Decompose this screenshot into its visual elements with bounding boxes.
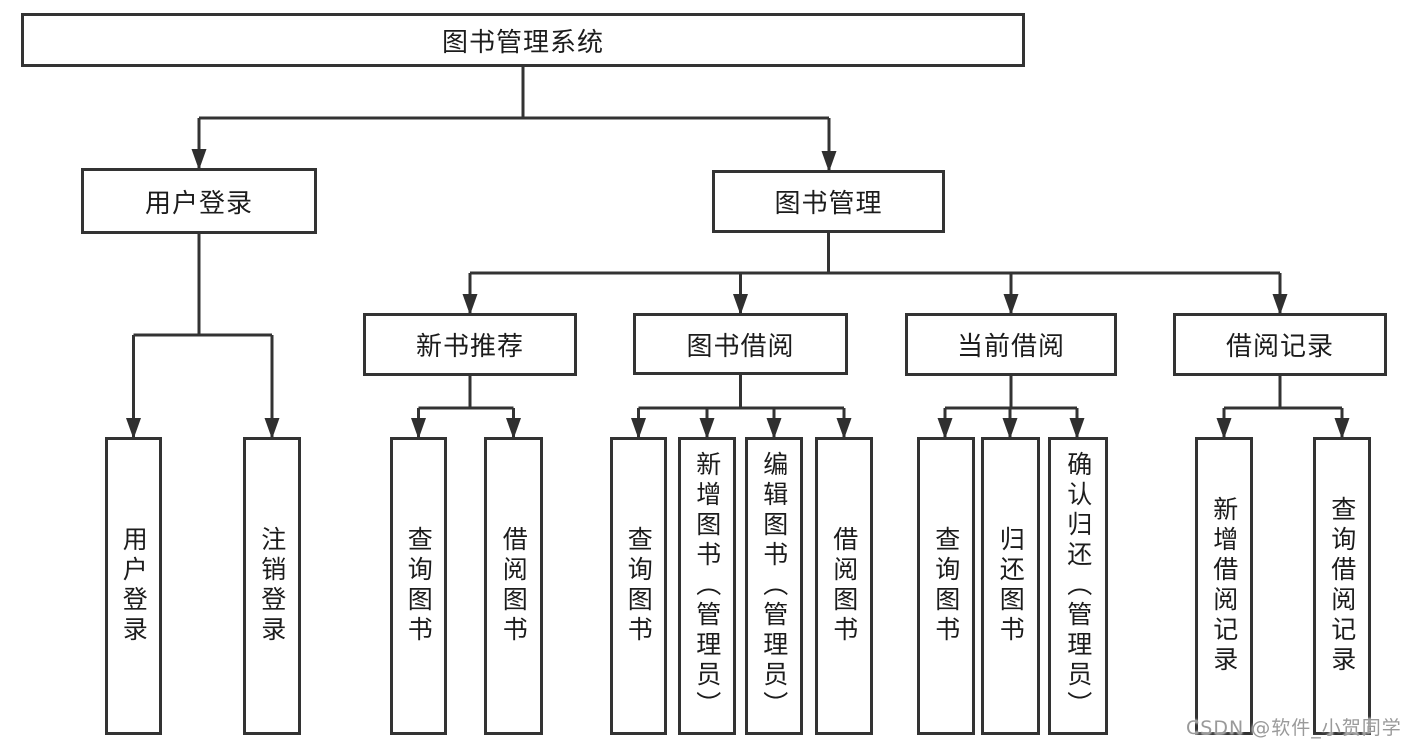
node-library-system: 图书管理系统	[21, 13, 1025, 67]
arrowhead-icon	[699, 418, 715, 439]
node-book-management-label: 图书管理	[774, 189, 883, 219]
connector-new-book-recommend-branch	[417, 376, 515, 437]
arrowhead-icon	[462, 294, 478, 315]
arrowhead-icon	[766, 418, 782, 439]
leaf-confirm-return-admin-label: 确认归还（管理员）	[1063, 451, 1093, 721]
leaf-add-borrow-record-label: 新增借阅记录	[1209, 496, 1239, 676]
leaf-return-books: 归还图书	[981, 437, 1040, 735]
leaf-borrow-books-borrowing-label: 借阅图书	[829, 526, 859, 646]
arrowhead-icon	[126, 418, 141, 439]
node-borrowing-records: 借阅记录	[1173, 313, 1387, 376]
node-user-login: 用户登录	[81, 168, 317, 234]
arrowhead-icon	[937, 418, 953, 439]
connector-book-management-branch	[468, 233, 1282, 313]
arrowhead-icon	[631, 418, 646, 439]
node-current-borrowing: 当前借阅	[905, 313, 1117, 376]
arrowhead-icon	[1216, 418, 1232, 439]
leaf-logout: 注销登录	[243, 437, 301, 735]
leaf-query-books-borrowing: 查询图书	[610, 437, 667, 735]
leaf-edit-book-admin: 编辑图书（管理员）	[745, 437, 803, 735]
arrowhead-icon	[1272, 294, 1288, 315]
connector-borrowing-records-branch	[1222, 376, 1344, 437]
arrowhead-icon	[411, 418, 426, 439]
arrowhead-icon	[733, 294, 748, 315]
leaf-add-borrow-record: 新增借阅记录	[1195, 437, 1253, 735]
leaf-query-borrow-record-label: 查询借阅记录	[1327, 496, 1357, 676]
leaf-borrow-books-borrowing: 借阅图书	[815, 437, 873, 735]
leaf-query-books-recommend: 查询图书	[390, 437, 447, 735]
arrowhead-icon	[506, 418, 521, 439]
arrowhead-icon	[836, 418, 852, 439]
leaf-query-books-recommend-label: 查询图书	[404, 526, 434, 646]
node-current-borrowing-label: 当前借阅	[956, 332, 1065, 362]
arrowhead-icon	[191, 149, 207, 170]
arrowhead-icon	[1334, 418, 1350, 439]
arrowhead-icon	[264, 418, 280, 439]
connector-root-branch	[197, 67, 831, 170]
arrowhead-icon	[1069, 418, 1085, 439]
node-book-borrowing: 图书借阅	[633, 313, 848, 375]
node-library-system-label: 图书管理系统	[441, 27, 604, 58]
connector-book-borrowing-branch	[637, 375, 846, 437]
arrowhead-icon	[1002, 418, 1018, 439]
leaf-user-login-label: 用户登录	[119, 526, 149, 646]
leaf-edit-book-admin-label: 编辑图书（管理员）	[759, 451, 789, 721]
node-new-book-recommend: 新书推荐	[363, 313, 577, 376]
leaf-user-login: 用户登录	[105, 437, 162, 735]
node-user-login-label: 用户登录	[144, 188, 253, 219]
leaf-borrow-books-recommend-label: 借阅图书	[499, 526, 529, 646]
leaf-query-books-borrowing-label: 查询图书	[624, 526, 654, 646]
node-new-book-recommend-label: 新书推荐	[415, 332, 524, 362]
leaf-add-book-admin: 新增图书（管理员）	[678, 437, 736, 735]
leaf-query-books-current-label: 查询图书	[931, 526, 961, 646]
arrowhead-icon	[1003, 294, 1019, 315]
watermark: CSDN @软件_小贺同学	[1186, 717, 1402, 739]
leaf-add-book-admin-label: 新增图书（管理员）	[692, 451, 722, 721]
node-borrowing-records-label: 借阅记录	[1225, 332, 1334, 362]
leaf-logout-label: 注销登录	[257, 526, 287, 646]
node-book-borrowing-label: 图书借阅	[686, 331, 795, 362]
leaf-query-books-current: 查询图书	[917, 437, 975, 735]
leaf-return-books-label: 归还图书	[996, 526, 1026, 646]
arrowhead-icon	[821, 151, 837, 172]
connector-user-login-branch	[132, 234, 274, 437]
arrowheads	[126, 149, 1350, 439]
leaf-confirm-return-admin: 确认归还（管理员）	[1048, 437, 1108, 735]
node-book-management: 图书管理	[712, 170, 945, 233]
leaf-query-borrow-record: 查询借阅记录	[1313, 437, 1371, 735]
leaf-borrow-books-recommend: 借阅图书	[484, 437, 543, 735]
